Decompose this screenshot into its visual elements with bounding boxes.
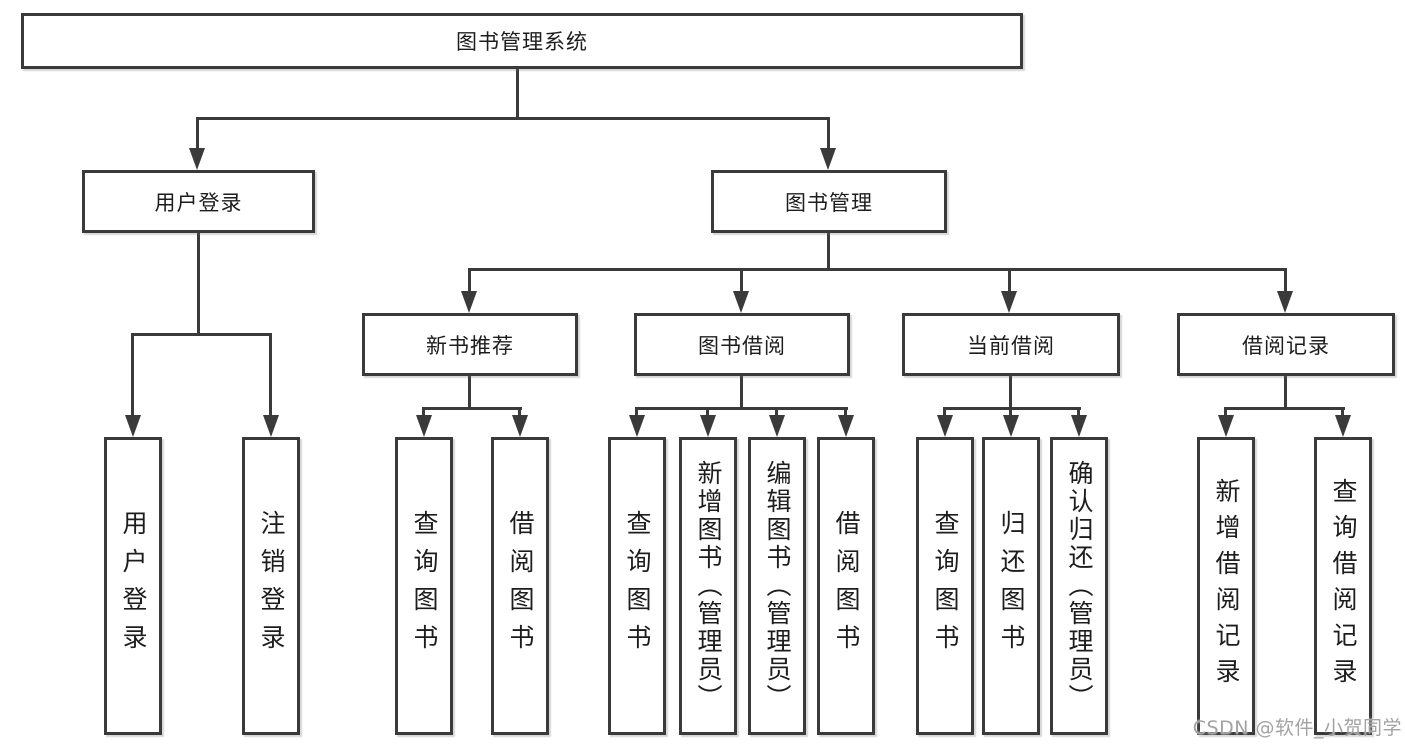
leaf-label: 借阅图书 bbox=[832, 510, 861, 662]
leaf-label: 借阅图书 bbox=[506, 510, 535, 662]
node-current-borrow: 当前借阅 bbox=[902, 313, 1120, 376]
node-label: 借阅记录 bbox=[1242, 333, 1330, 358]
arrow-down-icon bbox=[1003, 415, 1019, 437]
arrow-down-icon bbox=[629, 415, 645, 437]
connector-line bbox=[468, 268, 1287, 271]
connector-line bbox=[197, 233, 200, 336]
arrow-down-icon bbox=[461, 291, 477, 313]
leaf-label: 编辑图书（管理员） bbox=[763, 460, 792, 712]
connector-line bbox=[943, 407, 1081, 410]
arrow-down-icon bbox=[189, 148, 205, 170]
node-label: 新书推荐 bbox=[426, 333, 514, 358]
connector-line bbox=[706, 407, 709, 417]
node-root-label: 图书管理系统 bbox=[456, 30, 588, 54]
connector-line bbox=[635, 407, 848, 410]
connector-line bbox=[196, 117, 830, 120]
leaf-query-books-current: 查询图书 bbox=[916, 437, 974, 735]
leaf-logout: 注销登录 bbox=[242, 437, 300, 735]
leaf-add-borrow-record: 新增借阅记录 bbox=[1197, 437, 1255, 735]
connector-line bbox=[943, 407, 946, 417]
leaf-borrow-books-recommend: 借阅图书 bbox=[491, 437, 549, 735]
node-label: 图书管理 bbox=[785, 190, 873, 215]
node-new-book-recommend: 新书推荐 bbox=[362, 313, 578, 376]
connector-line bbox=[1284, 268, 1287, 294]
arrow-down-icon bbox=[1277, 291, 1293, 313]
arrow-down-icon bbox=[1218, 415, 1234, 437]
leaf-query-borrow-record: 查询借阅记录 bbox=[1314, 437, 1372, 735]
connector-line bbox=[740, 268, 743, 294]
arrow-down-icon bbox=[416, 415, 432, 437]
connector-line bbox=[422, 407, 425, 417]
leaf-label: 查询借阅记录 bbox=[1329, 478, 1358, 694]
connector-line bbox=[468, 376, 471, 410]
leaf-label: 确认归还（管理员） bbox=[1065, 460, 1094, 712]
arrow-down-icon bbox=[1001, 291, 1017, 313]
connector-line bbox=[775, 407, 778, 417]
connector-line bbox=[468, 268, 471, 294]
arrow-down-icon bbox=[512, 415, 528, 437]
connector-line bbox=[1341, 407, 1344, 417]
connector-line bbox=[1284, 376, 1287, 410]
connector-line bbox=[131, 333, 272, 336]
leaf-label: 查询图书 bbox=[623, 510, 652, 662]
node-book-management: 图书管理 bbox=[711, 170, 947, 233]
node-user-login: 用户登录 bbox=[82, 170, 315, 233]
connector-line bbox=[827, 117, 830, 151]
leaf-confirm-return-admin: 确认归还（管理员） bbox=[1050, 437, 1108, 735]
connector-line bbox=[1224, 407, 1227, 417]
leaf-label: 查询图书 bbox=[931, 510, 960, 662]
connector-line bbox=[1009, 407, 1012, 417]
leaf-return-books: 归还图书 bbox=[982, 437, 1040, 735]
arrow-down-icon bbox=[125, 415, 141, 437]
leaf-label: 新增借阅记录 bbox=[1212, 478, 1241, 694]
leaf-label: 归还图书 bbox=[997, 510, 1026, 662]
connector-line bbox=[518, 407, 521, 417]
node-book-borrow: 图书借阅 bbox=[634, 313, 850, 376]
connector-line bbox=[131, 333, 134, 417]
node-label: 用户登录 bbox=[154, 190, 243, 215]
leaf-borrow-books: 借阅图书 bbox=[817, 437, 875, 735]
arrow-down-icon bbox=[838, 415, 854, 437]
leaf-query-books-recommend: 查询图书 bbox=[395, 437, 453, 735]
leaf-edit-book-admin: 编辑图书（管理员） bbox=[748, 437, 806, 735]
connector-line bbox=[827, 233, 830, 271]
arrow-down-icon bbox=[700, 415, 716, 437]
node-root: 图书管理系统 bbox=[21, 13, 1023, 69]
arrow-down-icon bbox=[733, 291, 749, 313]
connector-line bbox=[635, 407, 638, 417]
arrow-down-icon bbox=[1335, 415, 1351, 437]
arrow-down-icon bbox=[769, 415, 785, 437]
node-label: 图书借阅 bbox=[698, 333, 786, 358]
connector-line bbox=[740, 376, 743, 410]
node-borrow-records: 借阅记录 bbox=[1177, 313, 1395, 376]
connector-line bbox=[269, 333, 272, 417]
leaf-user-login: 用户登录 bbox=[104, 437, 162, 735]
node-label: 当前借阅 bbox=[967, 333, 1055, 358]
connector-line bbox=[516, 68, 519, 120]
connector-line bbox=[196, 117, 199, 151]
leaf-label: 用户登录 bbox=[119, 510, 148, 662]
arrow-down-icon bbox=[1071, 415, 1087, 437]
connector-line bbox=[1009, 376, 1012, 410]
leaf-add-book-admin: 新增图书（管理员） bbox=[679, 437, 737, 735]
arrow-down-icon bbox=[263, 415, 279, 437]
arrow-down-icon bbox=[820, 148, 836, 170]
connector-line bbox=[422, 407, 522, 410]
connector-line bbox=[1008, 268, 1011, 294]
connector-line bbox=[844, 407, 847, 417]
leaf-label: 查询图书 bbox=[410, 510, 439, 662]
watermark: CSDN @软件_小贺同学 bbox=[1192, 717, 1402, 739]
arrow-down-icon bbox=[937, 415, 953, 437]
leaf-label: 注销登录 bbox=[257, 510, 286, 662]
leaf-query-books-borrow: 查询图书 bbox=[608, 437, 666, 735]
connector-line bbox=[1224, 407, 1345, 410]
connector-line bbox=[1077, 407, 1080, 417]
leaf-label: 新增图书（管理员） bbox=[694, 460, 723, 712]
